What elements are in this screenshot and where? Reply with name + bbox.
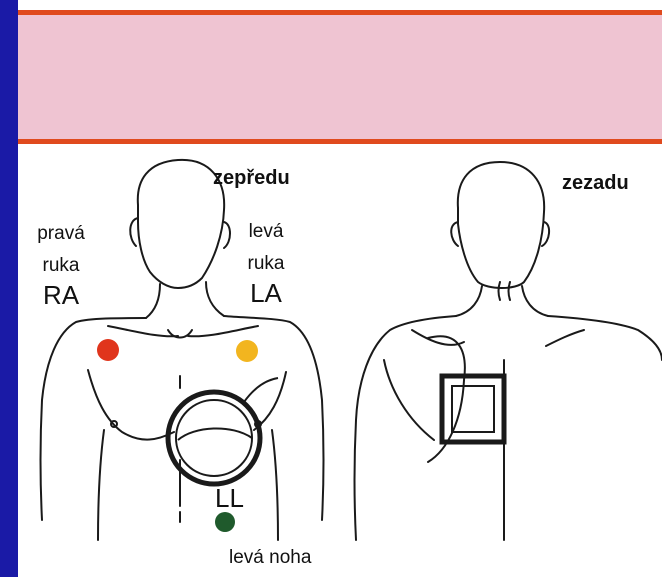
la-code: LA <box>241 280 291 306</box>
la-label-line1: levá <box>241 222 291 241</box>
back-view-title: zezadu <box>562 173 629 193</box>
diagram-panel: zepředu zezadu pravá ruka RA levá ruka L… <box>18 0 662 577</box>
ll-code: LL <box>215 485 244 511</box>
front-view-title: zepředu <box>213 168 290 188</box>
la-label-line2: ruka <box>241 254 291 273</box>
back-electrode-pad <box>18 0 662 577</box>
left-frame-band <box>0 0 18 577</box>
ra-code: RA <box>32 282 90 308</box>
ra-label-line2: ruka <box>32 256 90 275</box>
ra-label-line1: pravá <box>32 224 90 243</box>
ll-name: levá noha <box>229 548 311 567</box>
